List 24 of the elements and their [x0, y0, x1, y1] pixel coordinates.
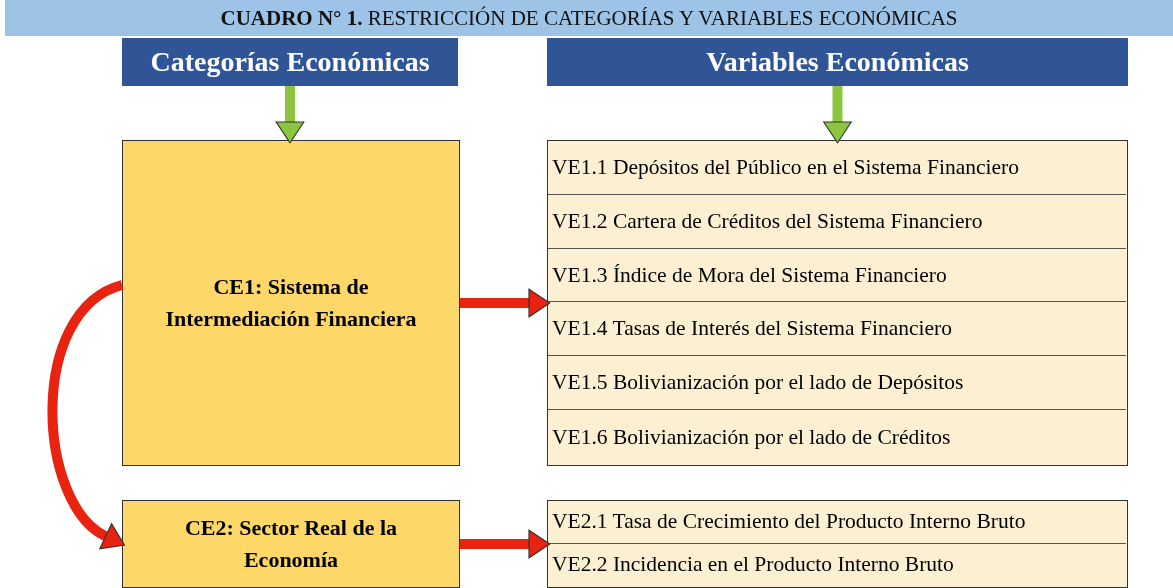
header-text: Categorías Económicas	[150, 46, 430, 78]
variable-list-box	[547, 500, 1128, 588]
arrow	[275, 86, 305, 144]
variable-label: VE1.4 Tasas de Interés del Sistema Financiero	[552, 316, 952, 342]
category-label: CE1: Sistema de Intermediación Financiera	[164, 273, 418, 333]
title: CUADRO N° 1. RESTRICCIÓN DE CATEGORÍAS Y VARIABLES ECONÓMICAS	[220, 5, 958, 31]
variable-label: VE1.1 Depósitos del Público en el Sistema Financiero	[552, 154, 1019, 180]
category-box	[122, 140, 460, 466]
arrow	[47, 280, 125, 549]
arrow	[460, 529, 551, 559]
variable-label: VE1.3 Índice de Mora del Sistema Financiero	[552, 262, 947, 288]
arrow	[823, 86, 852, 144]
column-header	[122, 38, 458, 86]
column-header	[547, 38, 1128, 86]
variable-label: VE1.6 Bolivianización por el lado de Créditos	[552, 424, 951, 450]
header-text: Variables Económicas	[706, 46, 969, 78]
category-box	[122, 500, 460, 588]
variable-label: VE1.5 Bolivianización por el lado de Depósitos	[552, 370, 964, 396]
arrow	[460, 288, 551, 318]
variable-label: VE1.2 Cartera de Créditos del Sistema Financiero	[552, 208, 983, 234]
variable-label: VE2.2 Incidencia en el Producto Interno Bruto	[552, 552, 954, 578]
variable-list-box	[547, 140, 1128, 466]
category-label: CE2: Sector Real de la Economía	[183, 514, 399, 574]
variable-label: VE2.1 Tasa de Crecimiento del Producto Interno Bruto	[552, 509, 1026, 535]
